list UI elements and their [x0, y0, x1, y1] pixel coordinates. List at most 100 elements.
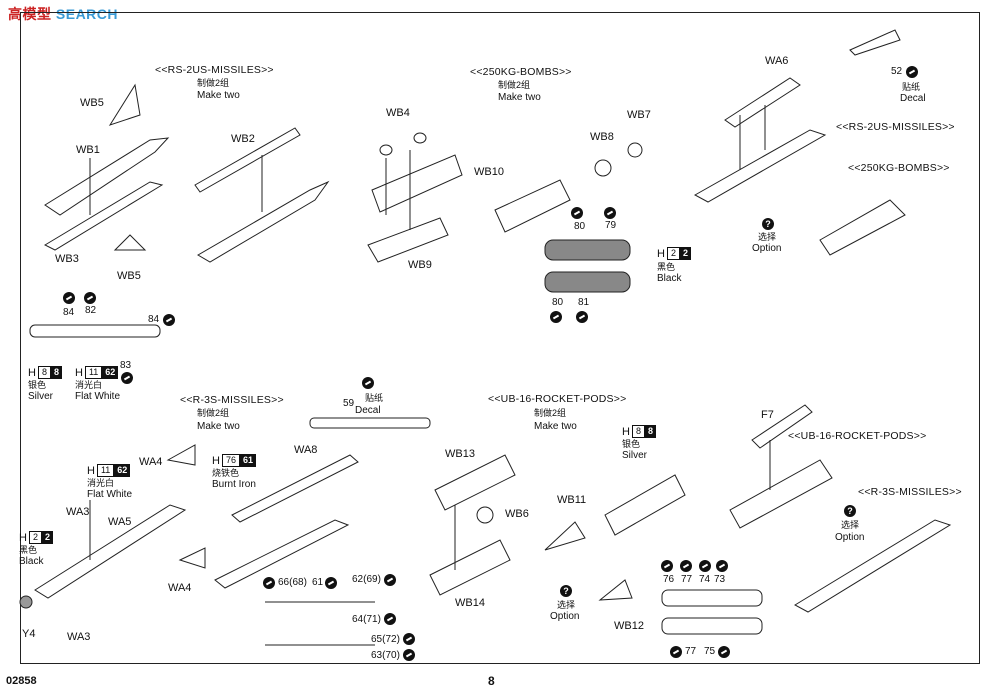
- fin-wa4-bottom: [178, 547, 206, 569]
- paint-silver-2: Silver: [622, 450, 648, 461]
- decal-59: 59: [343, 398, 355, 409]
- part-wb11: WB11: [557, 494, 587, 506]
- part-wb8: WB8: [590, 131, 614, 143]
- note-decal-2: Decal: [355, 405, 381, 416]
- heading-rs2us-left: <<RS-2US-MISSILES>>: [155, 64, 274, 76]
- heading-r3s-right: <<R-3S-MISSILES>>: [858, 486, 962, 498]
- part-wb5-top: WB5: [80, 97, 104, 109]
- paint-code-black-3: 2: [679, 247, 691, 260]
- part-wb9: WB9: [408, 259, 432, 271]
- decal-80: 80: [574, 221, 586, 232]
- part-y4: Y4: [22, 628, 36, 640]
- paint-code-black-7: 2: [41, 531, 53, 544]
- part-wb6: WB6: [505, 508, 529, 520]
- paint-code-3: 2: [666, 247, 680, 260]
- note-make-two-cn-2: 制做2组: [498, 80, 531, 90]
- decal-77-b: 77: [685, 646, 697, 657]
- paint-h2-black-2: H 2 2: [19, 531, 53, 544]
- decal-icon-22: [718, 646, 730, 658]
- pylon-wb2: [194, 127, 301, 193]
- decal-52: 52: [891, 66, 903, 77]
- product-code: 02858: [6, 675, 37, 687]
- note-option-cn-2: 选择: [557, 600, 576, 610]
- heading-ub16-left: <<UB-16-ROCKET-PODS>>: [488, 393, 627, 405]
- note-decal-cn: 贴纸: [902, 82, 921, 92]
- watermark-glyph-2: 模型: [22, 6, 52, 22]
- part-wa3-bottom: WA3: [67, 631, 91, 643]
- decal-81: 81: [578, 297, 590, 308]
- decal-icon: [906, 66, 918, 78]
- missile-r3s-assembled: [214, 519, 350, 589]
- note-make-two-cn-3: 制做2组: [197, 408, 230, 418]
- decal-icon-12: [325, 577, 337, 589]
- decal-icon-8: [550, 311, 562, 323]
- note-make-two-2: Make two: [498, 92, 541, 103]
- note-make-two-cn: 制做2组: [197, 78, 230, 88]
- paint-h8-silver: H 8 8: [28, 366, 62, 379]
- paint-h76-burnt-iron: H 76 61: [212, 454, 256, 467]
- decal-82: 82: [85, 305, 97, 316]
- decal-icon-19: [699, 560, 711, 572]
- paint-letter-7: H: [19, 531, 27, 544]
- decal-icon-17: [661, 560, 673, 572]
- note-make-two-cn-4: 制做2组: [534, 408, 567, 418]
- missile-r3s-main: [34, 504, 187, 599]
- paint-burnt-iron-cn: 烧铁色: [212, 468, 240, 478]
- paint-flat-white-cn-2: 消光白: [87, 478, 115, 488]
- note-option-3: Option: [835, 532, 865, 543]
- decal-icon-4: [163, 314, 175, 326]
- paint-h11-flat-white: H 11 62: [75, 366, 119, 379]
- paint-code-4: 8: [631, 425, 645, 438]
- bomb-painted-2: [544, 271, 631, 293]
- part-wb2: WB2: [231, 133, 255, 145]
- part-wb1: WB1: [76, 144, 100, 156]
- paint-letter-3: H: [657, 247, 665, 260]
- cap-wb7: [627, 142, 643, 158]
- paint-letter: H: [28, 366, 36, 379]
- decal-64: 64(71): [352, 614, 381, 625]
- missile-r3s-right: [793, 519, 952, 613]
- paint-burnt-iron: Burnt Iron: [212, 479, 256, 490]
- decal-icon-14: [384, 613, 396, 625]
- paint-code-6: 76: [221, 454, 240, 467]
- paint-code-black: 8: [50, 366, 62, 379]
- disk-wb6: [476, 506, 494, 524]
- rocket-pod-side-1: [661, 589, 763, 607]
- nose-y4: [19, 595, 33, 609]
- decal-80-b: 80: [552, 297, 564, 308]
- part-wa4-top: WA4: [139, 456, 163, 468]
- decal-84: 84: [63, 307, 75, 318]
- bomb-wb10-body: [371, 154, 463, 213]
- decal-icon-18: [680, 560, 692, 572]
- part-wa8: WA8: [294, 444, 318, 456]
- missile-wb1: [44, 137, 170, 216]
- paint-letter-4: H: [622, 425, 630, 438]
- note-make-two-4: Make two: [534, 421, 577, 432]
- rocket-pod-side-2: [661, 617, 763, 635]
- part-wb14: WB14: [455, 597, 485, 609]
- watermark-glyph: 高: [8, 6, 23, 22]
- decal-74: 74: [699, 574, 711, 585]
- heading-ub16-right: <<UB-16-ROCKET-PODS>>: [788, 430, 927, 442]
- ring-wb8: [594, 159, 612, 177]
- option-icon-2: ?: [560, 585, 572, 597]
- paint-h11-flat-white-2: H 11 62: [87, 464, 131, 477]
- part-wb5-bottom: WB5: [117, 270, 141, 282]
- note-option: Option: [752, 243, 782, 254]
- heading-rs2us-right: <<RS-2US-MISSILES>>: [836, 121, 955, 133]
- part-wb12: WB12: [614, 620, 644, 632]
- fin-wb5-bottom: [113, 234, 147, 251]
- decal-icon-3: [84, 292, 96, 304]
- decal-75: 75: [704, 646, 716, 657]
- pylon-f7: [751, 404, 813, 449]
- paint-silver: Silver: [28, 391, 54, 402]
- sheet-frame: [20, 12, 980, 664]
- decal-52-sketch: [849, 29, 901, 56]
- option-icon: ?: [762, 218, 774, 230]
- note-option-2: Option: [550, 611, 580, 622]
- decal-83: 83: [120, 360, 132, 371]
- missile-rs2us-right: [693, 129, 827, 203]
- missile-r3s-paint-guide: [29, 324, 161, 338]
- paint-h8-silver-2: H 8 8: [622, 425, 656, 438]
